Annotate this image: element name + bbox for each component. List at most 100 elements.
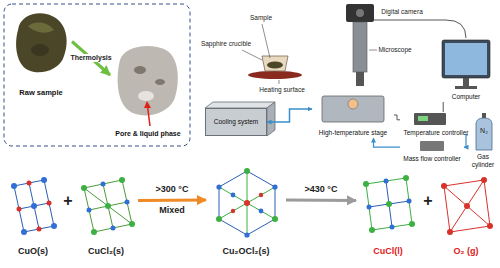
- camera-cable: [374, 20, 466, 38]
- o2-crystal: [441, 177, 493, 235]
- connector-arrow: [394, 115, 400, 120]
- screen: [445, 43, 487, 75]
- atom: [37, 227, 42, 232]
- node-label: Gas cylinder: [470, 153, 496, 168]
- cuo-crystal: [11, 177, 57, 235]
- atom: [231, 209, 235, 213]
- bond: [450, 180, 484, 232]
- crystal-structure: CuCl₂(s): [74, 172, 138, 258]
- node-label: CuCl(l): [373, 246, 403, 256]
- node-label: Temperature controller: [403, 129, 468, 136]
- gas-cylinder: [476, 118, 492, 150]
- atom: [129, 221, 135, 227]
- objective: [356, 72, 364, 86]
- node-label: Cu₂OCl₂(s): [223, 246, 270, 256]
- atom: [125, 200, 130, 205]
- sample-highlight: [28, 23, 54, 33]
- atom: [409, 221, 415, 227]
- microscope-body: [353, 22, 367, 72]
- camera-lens: [356, 9, 364, 17]
- atom: [272, 216, 278, 222]
- atom: [31, 203, 37, 209]
- equipment-box: Temperature controller: [400, 112, 472, 138]
- atom: [91, 229, 97, 235]
- leader-line: [279, 80, 280, 84]
- atom: [367, 205, 372, 210]
- processed-sample-photo: [118, 46, 178, 126]
- sample-shade: [31, 44, 49, 56]
- node-label: Cooling system: [214, 118, 258, 125]
- mass-flow-controller: [420, 141, 444, 151]
- temperature-controller: [414, 113, 446, 125]
- atom: [481, 177, 487, 183]
- annotation-label: Sample: [250, 14, 272, 21]
- bond: [369, 201, 409, 207]
- connector-arrow: [443, 102, 444, 112]
- leader-arrow: [148, 106, 151, 126]
- leader-line: [369, 50, 377, 51]
- bond: [219, 187, 275, 219]
- atom: [27, 181, 32, 186]
- annotation-label: Heating surface: [259, 86, 305, 93]
- edge-label: >430 °C: [303, 184, 340, 194]
- atom: [407, 199, 412, 204]
- sample-blob: [16, 13, 67, 72]
- node-label: Mass flow controller: [403, 155, 460, 162]
- atom: [17, 207, 22, 212]
- node-label: Raw sample: [19, 89, 62, 98]
- atom: [390, 225, 395, 230]
- bond: [219, 187, 275, 219]
- atom: [244, 168, 250, 174]
- atom: [487, 223, 493, 229]
- atom: [384, 179, 389, 184]
- heating-surface: [248, 71, 302, 79]
- raw-sample-photo: [16, 13, 67, 72]
- cucl2-crystal: [81, 177, 135, 235]
- edge-label: Thermolysis: [68, 54, 113, 62]
- connector-arrow: [267, 109, 312, 122]
- atom: [87, 208, 92, 213]
- annotation-label: Digital camera: [381, 8, 423, 15]
- atom: [81, 185, 87, 191]
- unit-cell: [84, 180, 132, 232]
- leader-arrowhead: [144, 101, 151, 108]
- pore: [155, 79, 165, 85]
- crystal-structure: Cu₂OCl₂(s): [206, 166, 286, 258]
- liquid-phase: [138, 91, 154, 101]
- bond: [19, 203, 49, 209]
- annotation-label: +: [423, 192, 432, 210]
- cu2ocl2-crystal: [216, 168, 278, 238]
- display: [418, 116, 428, 121]
- annotation-label: N₂: [480, 127, 488, 135]
- hot-stage-inset: [242, 24, 302, 84]
- atom: [51, 223, 57, 229]
- annotation-label: Sapphire crucible: [201, 40, 251, 47]
- atom: [216, 184, 221, 189]
- equipment-box: Computer: [436, 36, 496, 102]
- cucl-crystal: [363, 175, 415, 233]
- annotation-label: Mixed: [159, 205, 185, 215]
- sapphire-crucible: [262, 56, 288, 71]
- stage-window: [348, 99, 358, 109]
- bond: [444, 186, 490, 226]
- base: [455, 86, 477, 89]
- crystal-structure: O₂ (g): [436, 172, 496, 258]
- atom: [272, 184, 277, 189]
- sample: [267, 62, 283, 69]
- atom: [259, 193, 263, 197]
- photo-panel: Pore & liquid phase: [110, 40, 186, 140]
- atom: [259, 209, 264, 214]
- atom: [369, 227, 375, 233]
- bond: [29, 183, 39, 229]
- node-label: CuCl₂(s): [88, 246, 124, 256]
- atom: [363, 181, 369, 187]
- atom: [244, 232, 249, 237]
- crystal-structure: CuO(s): [4, 172, 62, 258]
- atom: [119, 177, 125, 183]
- equipment-box: Mass flow controller: [400, 140, 464, 164]
- atom: [101, 182, 106, 187]
- atom: [244, 200, 250, 206]
- edge-label: >300 °C: [154, 184, 191, 194]
- digital-camera: [346, 4, 374, 22]
